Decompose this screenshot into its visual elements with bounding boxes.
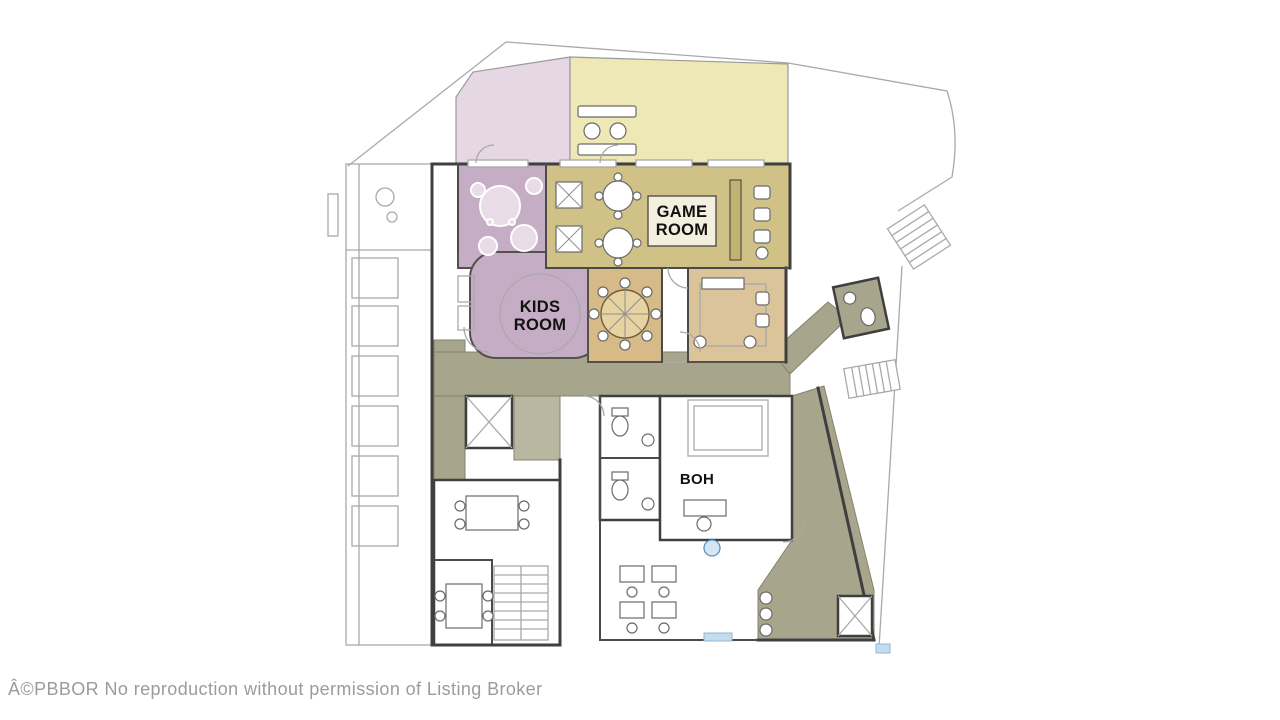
toilet — [611, 415, 629, 437]
connector-hall — [661, 267, 689, 363]
shuffleboard — [729, 179, 742, 261]
game-room-label-line1: GAME — [656, 203, 708, 221]
blue-mark — [875, 643, 891, 654]
game-room-label: GAME ROOM — [640, 203, 724, 239]
copyright-watermark: Â©PBBOR No reproduction without permissi… — [8, 679, 543, 699]
boh-label: BOH — [679, 471, 715, 488]
kids-room-label: KIDS ROOM — [498, 298, 582, 334]
round-feature — [703, 539, 721, 557]
balcony — [351, 405, 399, 447]
balcony — [351, 257, 399, 299]
balcony — [351, 305, 399, 347]
windows — [467, 159, 765, 168]
sink — [641, 497, 655, 511]
site-boundary-lines — [347, 41, 956, 649]
bottom-fixtures — [759, 591, 773, 637]
table — [465, 495, 519, 531]
door-arcs — [463, 144, 806, 543]
stairwell — [493, 565, 549, 641]
game-room-furniture — [555, 172, 771, 267]
toilet — [611, 479, 629, 501]
desk — [683, 499, 727, 517]
interior-stair-right — [843, 358, 901, 400]
lounge-region — [687, 267, 787, 363]
game-room-label-line2: ROOM — [655, 221, 709, 239]
sw-rooms — [432, 478, 562, 647]
balcony — [351, 455, 399, 497]
balcony — [351, 505, 399, 547]
restrooms — [598, 394, 662, 522]
boh-room — [658, 394, 794, 542]
exterior-stair — [886, 203, 952, 271]
column-circle — [386, 211, 398, 223]
card-room-region — [587, 267, 663, 363]
service-elevator — [836, 594, 874, 638]
kids-room-label-line2: ROOM — [513, 316, 567, 334]
sink — [641, 433, 655, 447]
pink-terrace — [455, 56, 571, 164]
chair — [696, 516, 712, 532]
left-wing — [327, 163, 433, 646]
balcony — [351, 355, 399, 397]
bathroom-pod — [831, 276, 891, 340]
game-table — [647, 195, 717, 247]
sofa — [701, 277, 745, 290]
kids-label-area — [499, 273, 581, 355]
kids-room-label-line1: KIDS — [519, 298, 561, 316]
blue-mat — [703, 632, 733, 642]
sink — [843, 291, 857, 305]
toilet — [860, 307, 876, 327]
column-circle — [375, 187, 395, 207]
table — [445, 583, 483, 629]
workshop-desks — [619, 565, 677, 634]
elevator — [464, 394, 514, 450]
kids-room-region — [457, 163, 601, 359]
